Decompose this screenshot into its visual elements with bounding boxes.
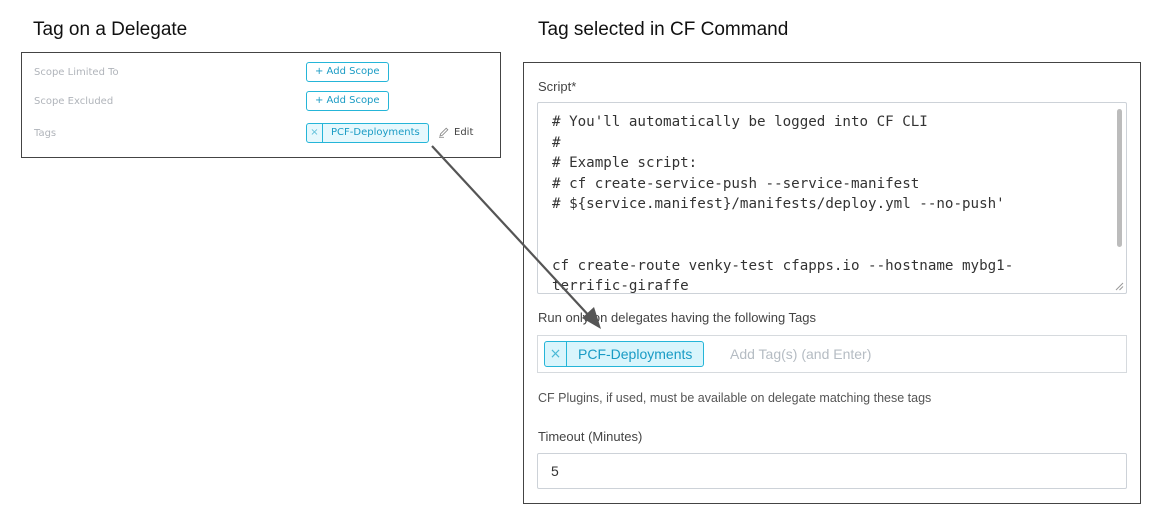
add-scope-limited-button[interactable]: + Add Scope: [306, 62, 389, 82]
resize-grip-icon[interactable]: [1114, 281, 1124, 291]
delegate-tag-name: PCF-Deployments: [331, 127, 420, 138]
delegate-tag-chip: × PCF-Deployments: [306, 123, 429, 143]
cf-plugins-help-text: CF Plugins, if used, must be available o…: [538, 391, 932, 405]
delegate-tags-row: Tags × PCF-Deployments Edit: [22, 123, 500, 147]
timeout-label: Timeout (Minutes): [538, 429, 643, 444]
edit-tags-link[interactable]: Edit: [438, 126, 473, 138]
add-tag-input[interactable]: [730, 342, 1030, 366]
delegate-tag-remove-icon[interactable]: ×: [307, 124, 323, 142]
script-label: Script*: [538, 79, 577, 94]
command-caption: Tag selected in CF Command: [538, 19, 789, 40]
pencil-icon: [439, 127, 449, 138]
script-editor[interactable]: # You'll automatically be logged into CF…: [537, 102, 1127, 294]
timeout-input[interactable]: [537, 453, 1127, 489]
script-text[interactable]: # You'll automatically be logged into CF…: [552, 114, 1014, 294]
delegate-tags-selector[interactable]: × PCF-Deployments: [537, 335, 1127, 373]
remove-tag-icon[interactable]: ×: [545, 342, 567, 366]
selected-tag-chip: × PCF-Deployments: [544, 341, 705, 367]
script-scrollbar[interactable]: [1117, 109, 1122, 247]
edit-label: Edit: [454, 126, 474, 138]
selected-tag-name: PCF-Deployments: [578, 346, 693, 362]
delegate-panel: Scope Limited To + Add Scope Scope Exclu…: [21, 52, 501, 158]
scope-excluded-label: Scope Excluded: [34, 96, 114, 107]
scope-limited-row: Scope Limited To + Add Scope: [22, 62, 500, 86]
cf-command-panel: Script* # You'll automatically be logged…: [523, 62, 1141, 504]
scope-limited-label: Scope Limited To: [34, 67, 119, 78]
add-scope-excluded-button[interactable]: + Add Scope: [306, 91, 389, 111]
delegate-caption: Tag on a Delegate: [33, 19, 188, 40]
scope-excluded-row: Scope Excluded + Add Scope: [22, 91, 500, 115]
delegate-tags-label: Tags: [34, 128, 57, 139]
delegate-tags-field-label: Run only on delegates having the followi…: [538, 310, 817, 325]
